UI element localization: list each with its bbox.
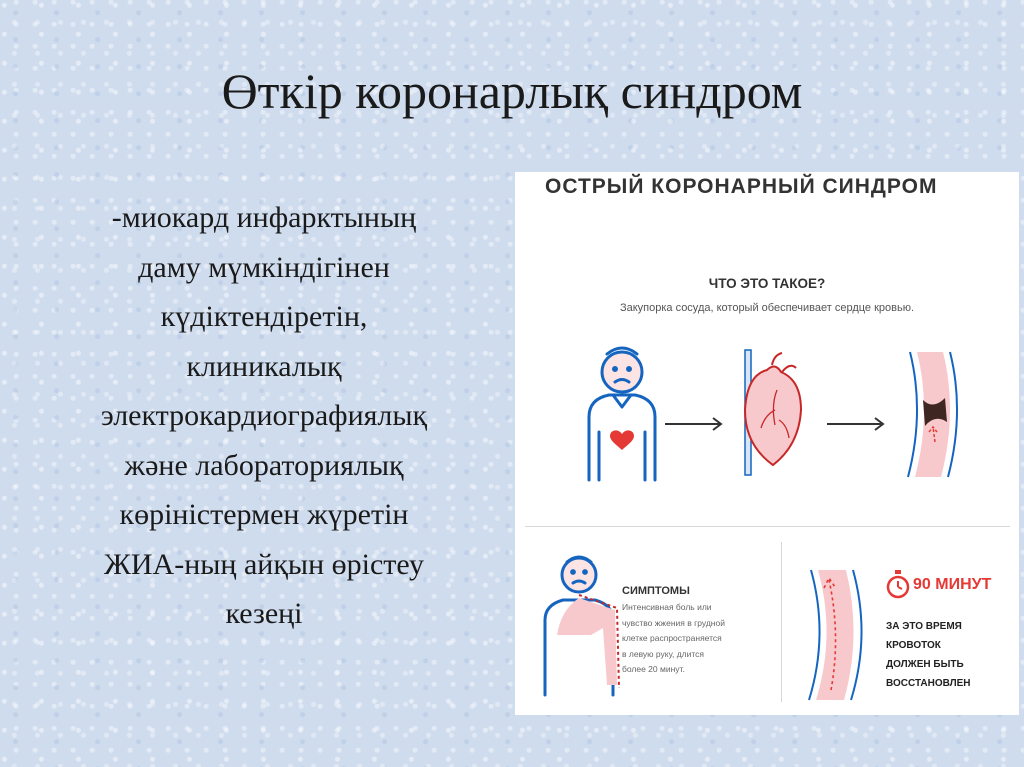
slide-body-text: -миокард инфарктының даму мүмкіндігінен … <box>34 193 494 639</box>
symptoms-line: клетке распространяется <box>622 633 722 643</box>
restore-line: ДОЛЖЕН БЫТЬ <box>886 659 964 670</box>
body-line: -миокард инфарктының <box>111 201 417 234</box>
symptoms-text: Интенсивная боль или чувство жжения в гр… <box>622 600 772 678</box>
restore-line: ЗА ЭТО ВРЕМЯ <box>886 621 962 632</box>
body-line: ЖИА-ның айқын өрістеу <box>104 547 424 581</box>
body-line: кезеңі <box>225 597 303 630</box>
stopwatch-icon <box>886 570 910 599</box>
what-is-it-heading: ЧТО ЭТО ТАКОЕ? <box>708 276 826 291</box>
sad-man-icon <box>587 346 657 482</box>
symptoms-line: Интенсивная боль или <box>622 602 712 612</box>
restore-text: ЗА ЭТО ВРЕМЯ КРОВОТОК ДОЛЖЕН БЫТЬ ВОССТА… <box>886 617 1016 693</box>
symptoms-line: чувство жжения в грудной <box>622 617 725 628</box>
body-line: және лабораториялық <box>124 448 404 482</box>
heart-icon <box>743 349 803 476</box>
body-line: клиникалық <box>186 349 342 383</box>
symptoms-line: более 20 минут. <box>622 664 685 674</box>
restore-line: ВОССТАНОВЛЕН <box>886 678 971 689</box>
body-line: күдіктендіретін, <box>160 300 368 333</box>
restore-line: КРОВОТОК <box>886 640 941 651</box>
infographic-title: ОСТРЫЙ КОРОНАРНЫЙ СИНДРОМ <box>545 175 938 198</box>
symptoms-line: в левую руку, длится <box>622 648 705 659</box>
what-is-it-description: Закупорка сосуда, который обеспечивает с… <box>619 302 915 314</box>
arrow-right-icon <box>665 417 723 431</box>
vertical-divider <box>781 542 782 702</box>
body-line: көріністермен жүретін <box>119 498 409 531</box>
body-line: электрокардиографиялық <box>100 399 428 432</box>
infographic-card: ОСТРЫЙ КОРОНАРНЫЙ СИНДРОМ ЧТО ЭТО ТАКОЕ?… <box>515 172 1019 715</box>
slide-title: Өткір коронарлық синдром <box>221 63 803 119</box>
heart-small-icon <box>610 430 634 450</box>
horizontal-divider <box>525 526 1010 527</box>
blocked-artery-icon <box>907 351 958 478</box>
time-limit-label: 90 МИНУТ <box>913 576 992 593</box>
arrow-right-icon <box>827 417 885 431</box>
symptoms-heading: СИМПТОМЫ <box>622 585 690 597</box>
artery-flow-icon <box>808 569 863 701</box>
chest-pain-man-icon <box>543 555 620 697</box>
body-line: даму мүмкіндігінен <box>138 250 390 284</box>
